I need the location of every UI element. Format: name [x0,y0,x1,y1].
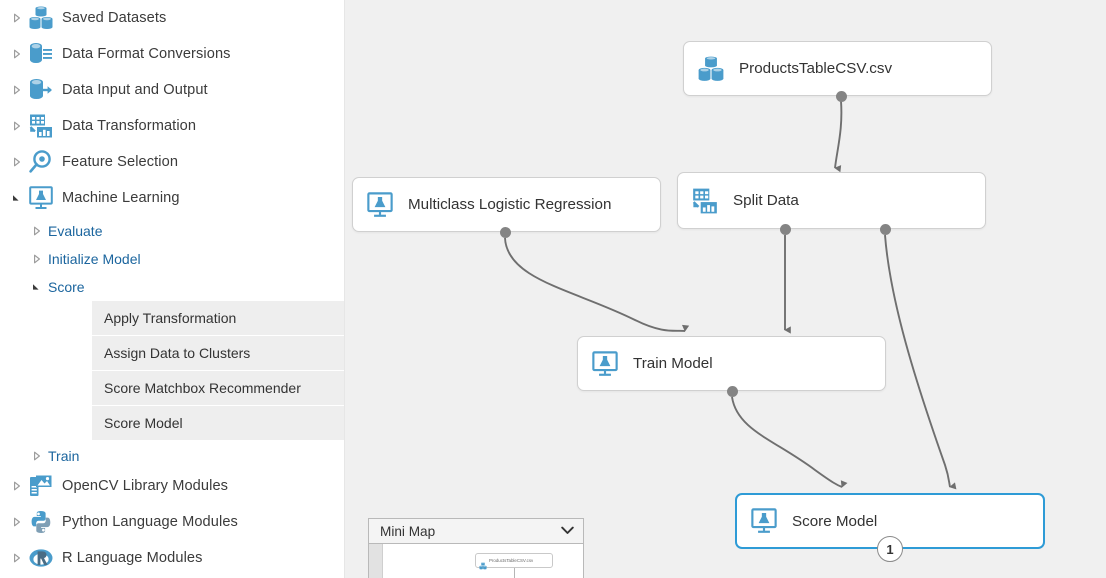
module-item-label: Score Matchbox Recommender [104,380,301,396]
node-output-port-split[interactable] [779,223,791,235]
twisty-expanded-icon[interactable] [26,269,48,305]
sidebar-subcategory-label: Evaluate [48,223,103,239]
machine-learning-icon [366,191,394,219]
connector-mclr-to-train[interactable] [504,237,690,332]
twisty-collapsed-icon[interactable] [6,36,28,72]
twisty-expanded-icon[interactable] [6,180,28,216]
sidebar-category-r-language-modules[interactable]: R Language Modules [6,540,344,576]
connector-products-to-split[interactable] [834,100,843,173]
sidebar-category-label: Feature Selection [62,154,179,170]
opencv-icon [28,473,54,499]
twisty-collapsed-icon[interactable] [26,213,48,249]
mini-map-node[interactable]: ProductsTableCSV.csv [475,553,553,569]
sidebar-subcategory-train[interactable]: Train [26,440,344,472]
data-format-conversions-icon [28,41,54,67]
twisty-collapsed-icon[interactable] [6,108,28,144]
twisty-collapsed-icon[interactable] [6,504,28,540]
mini-map-surface[interactable]: ProductsTableCSV.csv [383,544,583,578]
sidebar-category-data-transformation[interactable]: Data Transformation [6,108,344,144]
data-transformation-icon [691,187,719,215]
mini-map-header[interactable]: Mini Map [369,519,583,544]
sidebar-category-label: R Language Modules [62,550,203,566]
machine-learning-icon [28,185,54,211]
canvas-node-label: Multiclass Logistic Regression [408,196,612,213]
sidebar-category-data-input-and-output[interactable]: Data Input and Output [6,72,344,108]
mini-map-node-label: ProductsTableCSV.csv [489,558,534,563]
module-item-label: Apply Transformation [104,310,237,326]
module-item-assign-data-to-clusters[interactable]: Assign Data to Clusters [92,336,344,371]
mini-map-body[interactable]: ProductsTableCSV.csv [369,544,583,578]
sidebar-category-label: Machine Learning [62,190,180,206]
canvas-node-mclr[interactable]: Multiclass Logistic Regression [352,177,661,232]
node-status-badge[interactable]: 1 [877,536,903,562]
node-output-port-products[interactable] [835,90,847,102]
twisty-collapsed-icon[interactable] [26,241,48,277]
sidebar-category-opencv-library-modules[interactable]: OpenCV Library Modules [6,468,344,504]
feature-selection-icon [28,149,54,175]
canvas-node-train[interactable]: Train Model [577,336,886,391]
sidebar-subcategory-score[interactable]: Score [26,271,344,303]
r-icon [28,545,54,571]
canvas-node-label: Split Data [733,192,799,209]
module-item-label: Assign Data to Clusters [104,345,251,361]
twisty-collapsed-icon[interactable] [6,72,28,108]
sidebar-category-label: Data Transformation [62,118,197,134]
twisty-collapsed-icon[interactable] [6,144,28,180]
twisty-collapsed-icon[interactable] [6,0,28,36]
canvas-node-label: ProductsTableCSV.csv [739,60,893,77]
machine-learning-icon [750,507,778,535]
sidebar-category-label: Data Format Conversions [62,46,231,62]
module-item-label: Score Model [104,415,183,431]
mini-map-gutter [369,544,383,578]
sidebar-category-label: Python Language Modules [62,514,238,530]
module-item-score-matchbox-recommender[interactable]: Score Matchbox Recommender [92,371,344,406]
sidebar-subcategory-label: Initialize Model [48,251,141,267]
node-output-port-split[interactable] [879,223,891,235]
connector-split-to-score[interactable] [884,234,957,490]
canvas-node-split[interactable]: Split Data [677,172,986,229]
sidebar-category-feature-selection[interactable]: Feature Selection [6,144,344,180]
sidebar-category-machine-learning[interactable]: Machine Learning [6,180,344,216]
canvas-node-products[interactable]: ProductsTableCSV.csv [683,41,992,96]
dataset-icon [697,55,725,83]
machine-learning-icon [591,350,619,378]
data-input-output-icon [28,77,54,103]
module-item-score-model[interactable]: Score Model [92,406,344,441]
node-output-port-mclr[interactable] [499,226,511,238]
canvas-node-label: Train Model [633,355,713,372]
sidebar-category-label: Data Input and Output [62,82,208,98]
twisty-collapsed-icon[interactable] [6,468,28,504]
twisty-collapsed-icon[interactable] [6,540,28,576]
data-transformation-icon [28,113,54,139]
node-output-port-train[interactable] [726,385,738,397]
chevron-down-icon[interactable] [561,522,574,540]
sidebar-category-saved-datasets[interactable]: Saved Datasets [6,0,344,36]
sidebar-category-data-format-conversions[interactable]: Data Format Conversions [6,36,344,72]
sidebar-subcategory-evaluate[interactable]: Evaluate [26,215,344,247]
python-icon [28,509,54,535]
sidebar-category-label: Saved Datasets [62,10,167,26]
dataset-icon [479,557,487,569]
mini-map-connector [514,568,515,578]
canvas-node-label: Score Model [792,512,878,530]
sidebar-category-label: OpenCV Library Modules [62,478,229,494]
sidebar-subcategory-initialize-model[interactable]: Initialize Model [26,243,344,275]
twisty-collapsed-icon[interactable] [26,438,48,474]
module-item-apply-transformation[interactable]: Apply Transformation [92,301,344,336]
sidebar-subcategory-label: Score [48,279,85,295]
saved-datasets-icon [28,5,54,31]
mini-map-panel[interactable]: Mini Map ProductsTableCSV.csv [368,518,584,578]
sidebar-category-python-language-modules[interactable]: Python Language Modules [6,504,344,540]
connector-train-to-score[interactable] [731,396,848,488]
mini-map-title: Mini Map [380,523,436,539]
sidebar-subcategory-label: Train [48,448,80,464]
